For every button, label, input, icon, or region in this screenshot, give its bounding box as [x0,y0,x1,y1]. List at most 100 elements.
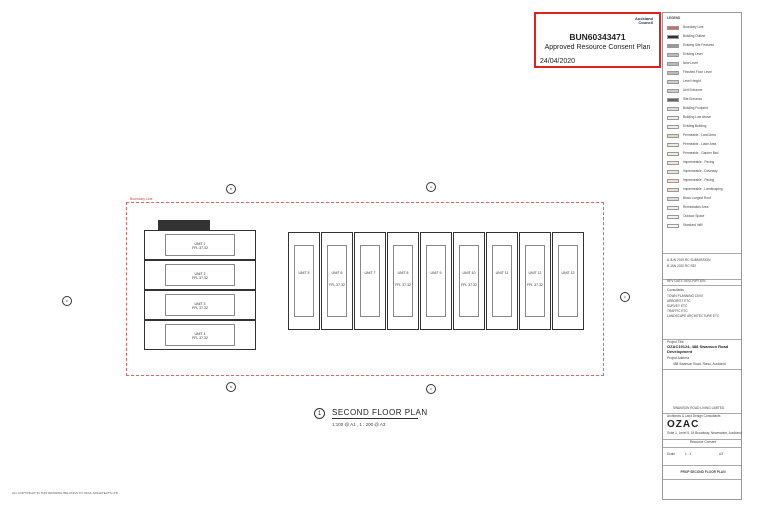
unit-plan: UNIT 5 [288,232,320,330]
legend-item: Permeable - Land Area [667,133,741,140]
unit-ffl: FFL 37.32 [192,245,208,250]
boundary-label: Boundary Line [130,197,153,201]
legend-item: Existing Level [667,52,741,59]
legend-item: Permeable - Lawn Area [667,142,741,149]
unit-label: UNIT 12 [528,271,542,276]
unit-interior [360,244,380,318]
project-address: 488 Swanson Road, Ranui, Auckland [673,362,726,366]
legend-label: Permeable - Land Area [683,133,716,137]
legend-label: Permeable - Garden Bed [683,151,719,155]
legend-label: Existing Site Features [683,43,715,47]
firm-tagline: Architects & Land Design Consultants [667,414,721,418]
unit-label: UNIT 8 [397,271,409,276]
firm-logo: OZAC [667,419,700,430]
unit-interior [426,244,446,318]
legend-label: Permeable - Lawn Area [683,142,717,146]
legend-item: Outdoor Space [667,214,741,221]
unit-interior [558,244,578,318]
section-marker: A [426,182,436,192]
unit-plan: UNIT 13 [552,232,584,330]
unit-interior [164,234,236,256]
unit-ffl: FFL 37.32 [192,335,208,340]
legend-label: Finished Floor Level [683,70,712,74]
plan-title-underline [332,418,418,419]
unit-interior [459,244,479,318]
unit-label: UNIT 6 [331,271,343,276]
unit-ffl: FFL 37.32 [395,282,411,287]
legend-swatch [667,170,679,174]
legend-swatch [667,26,679,30]
unit-plan: UNIT 11 [486,232,518,330]
legend-heading: LEGEND [667,16,681,20]
consultant-row: SURVEY ETC [667,304,688,308]
consent-id: BUN60343471 [569,32,626,42]
legend-label: Building Outline [683,34,706,38]
legend-item: Standard Infill [667,223,741,230]
unit-interior [164,294,236,316]
legend-swatch [667,89,679,93]
unit-ffl: FFL 37.32 [527,282,543,287]
plan-scale: 1:100 @ A1 , 1 : 200 @ A3 [332,422,386,427]
legend-label: Existing Building [683,124,707,128]
unit-plan: UNIT 7 [354,232,386,330]
legend-swatch [667,80,679,84]
section-marker: B [226,184,236,194]
legend-label: Site Entrance [683,97,703,101]
legend-swatch [667,188,679,192]
legend-swatch [667,206,679,210]
legend-item: Existing Building [667,124,741,131]
legend-swatch [667,62,679,66]
project-title: OZAC19124, 488 Swanson Road Development [667,344,729,354]
unit-ffl: FFL 37.32 [192,275,208,280]
unit-label: UNIT 13 [561,271,575,276]
consent-title: Approved Resource Consent Plan [544,44,651,51]
plan-title: SECOND FLOOR PLAN [332,408,428,417]
legend-item: Permeable - Garden Bed [667,151,741,158]
elevation-marker: C [620,292,630,302]
legend-label: New Level [683,61,698,65]
site-boundary [126,202,604,376]
legend-item: Impermeable - Paving [667,178,741,185]
legend-swatch [667,116,679,120]
legend-swatch [667,134,679,138]
unit-ffl: FFL 37.32 [461,282,477,287]
firm-address: Suite 1, Level 5, 18 Broadway, Newmarket… [667,431,742,435]
legend-label: Unit Entrance [683,88,703,92]
unit-interior [164,324,236,346]
consultant-row: LANDSCAPE ARCHITECTURE ETC [667,314,720,318]
legend-item: Building Footprint [667,106,741,113]
drawing-purpose: Resource Consent [689,440,717,444]
legend-swatch [667,152,679,156]
project-address-label: Project Address [667,356,690,360]
legend-item: Impermeable - Landscaping [667,187,741,194]
unit-label: UNIT 3 [194,302,206,307]
drawing-sheet: A3 [719,452,723,456]
legend-swatch [667,197,679,201]
unit-interior [393,244,413,318]
drawing-scale: 1 : 1 [685,452,692,456]
project-title-label: Project Title [667,340,684,344]
unit-label: UNIT 11 [495,271,509,276]
legend-label: Level Height [683,79,701,83]
legend-item: Remediation Area [667,205,741,212]
section-marker: B [226,382,236,392]
consent-date: 24/04/2020 [540,58,576,65]
legend-label: Boundary Line [683,25,704,29]
legend-swatch [667,125,679,129]
copyright-note: ALL COPYRIGHT IN THIS DRAWING BELONGS TO… [12,491,119,495]
legend-label: Outdoor Space [683,214,705,218]
unit-interior [525,244,545,318]
legend-swatch [667,35,679,39]
legend-label: Impermeable - Paving [683,160,715,164]
client-name: SWANSON ROAD LIVING LIMITED [673,406,725,410]
unit-plan: UNIT 9 [420,232,452,330]
unit-plan: UNIT 12 FFL 37.32 [519,232,551,330]
legend-swatch [667,44,679,48]
legend-item: Block Longest Roof [667,196,741,203]
unit-label: UNIT 4 [194,332,206,337]
unit-label: UNIT 1 [194,242,206,247]
legend-swatch [667,161,679,165]
